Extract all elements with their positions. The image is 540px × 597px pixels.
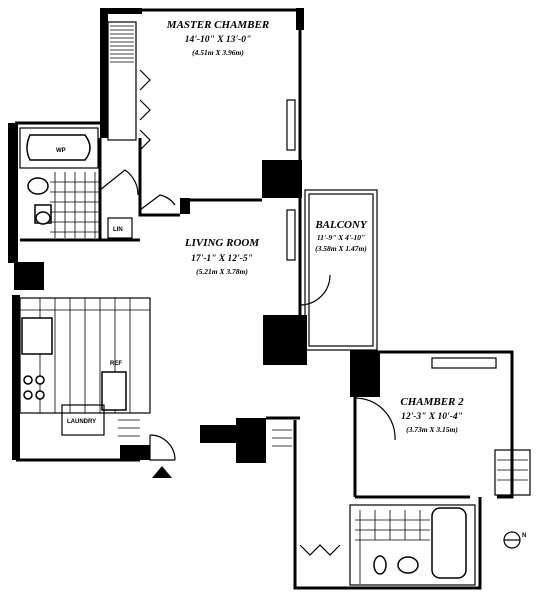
master-dim-ft: 14'-10" X 13'-0" (185, 35, 252, 45)
master-windows (286, 99, 296, 261)
balcony-dim-m: (3.58m X 1.47m) (315, 244, 367, 253)
chamber2-details (354, 357, 531, 496)
exterior-walls (8, 8, 514, 590)
second-bath (299, 504, 476, 586)
master-name: MASTER CHAMBER (166, 19, 269, 31)
living-room-label: LIVING ROOM 17'-1" X 12'-5" (5.21m X 3.7… (184, 237, 260, 276)
refrigerator (101, 371, 127, 411)
living-dim-m: (5.21m X 3.78m) (196, 267, 248, 276)
stovetop (23, 375, 45, 400)
kitchen: REF LAUNDRY (14, 262, 151, 436)
whirlpool-label: WP (56, 148, 66, 154)
laundry (61, 404, 105, 436)
chamber2-name: CHAMBER 2 (400, 396, 464, 408)
toilet (35, 211, 51, 225)
compass-icon: N (503, 531, 526, 549)
whirlpool-tub (26, 134, 91, 161)
entry-arrow-icon (152, 466, 172, 478)
laundry-label: LAUNDRY (67, 419, 96, 425)
balcony-label: BALCONY 11'-9" X 4'-10" (3.58m X 1.47m) (314, 219, 368, 253)
master-dim-m: (4.51m X 3.96m) (192, 48, 244, 57)
compass-label: N (522, 533, 526, 539)
chamber2-label: CHAMBER 2 12'-3" X 10'-4" (3.73m X 3.15m… (400, 396, 464, 434)
chamber2-dim-m: (3.73m X 3.15m) (406, 425, 458, 434)
master-closet (107, 21, 151, 151)
living-name: LIVING ROOM (184, 237, 260, 249)
linen-label: LIN (113, 227, 123, 233)
balcony-dim-ft: 11'-9" X 4'-10" (317, 233, 365, 242)
living-room-details (272, 274, 331, 447)
master-chamber-label: MASTER CHAMBER 14'-10" X 13'-0" (4.51m X… (166, 19, 269, 57)
sink (27, 177, 49, 195)
kitchen-sink (21, 317, 53, 355)
refrigerator-label: REF (110, 361, 122, 367)
bath2-toilet (373, 555, 387, 575)
bathtub (431, 507, 467, 579)
balcony-name: BALCONY (314, 219, 368, 231)
master-bath: WP LIN (19, 127, 176, 239)
entry (118, 419, 176, 478)
chamber2-dim-ft: 12'-3" X 10'-4" (401, 412, 463, 422)
bath-tile (50, 172, 100, 238)
living-dim-ft: 17'-1" X 12'-5" (191, 254, 253, 264)
bath2-sink (397, 556, 419, 574)
